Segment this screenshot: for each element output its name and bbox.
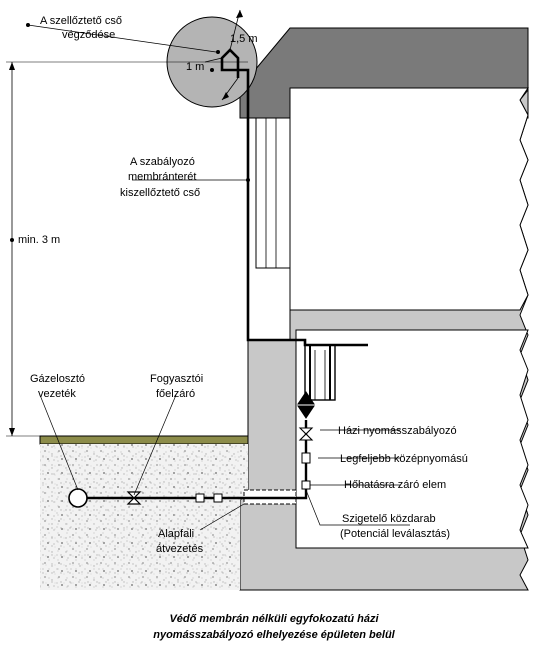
label-consumer-1: Fogyasztói (150, 373, 203, 385)
label-min3: min. 3 m (18, 234, 60, 246)
basement-room (295, 329, 529, 549)
label-vent-end-1: A szellőztető cső (40, 15, 122, 27)
label-highest: Legfeljebb középnyomású (340, 453, 468, 465)
label-wall-pass-2: átvezetés (156, 543, 204, 555)
house-pressure-regulator[interactable] (297, 391, 315, 405)
heat-shutoff-element[interactable] (301, 452, 311, 464)
caption-line-1: Védő membrán nélküli egyfokozatú házi (169, 613, 379, 625)
gas-pipe-riser[interactable] (296, 420, 308, 500)
label-consumer-2: főelzáró (156, 388, 195, 400)
label-heat-valve: Hőhatásra záró elem (344, 479, 446, 491)
vent-pipe[interactable] (220, 48, 368, 347)
label-reg-vent-2: membránterét (128, 171, 196, 183)
regulator-valve[interactable] (298, 427, 314, 441)
label-dim-15: 1,5 m (230, 33, 258, 45)
label-insul-2: (Potenciál leválasztás) (340, 528, 450, 540)
label-reg-vent-3: kiszellőztető cső (120, 187, 200, 199)
label-gas-dist-1: Gázelosztó (30, 373, 85, 385)
main-shutoff-valve[interactable] (126, 491, 142, 505)
label-insul-1: Szigetelő közdarab (342, 513, 436, 525)
insulating-piece[interactable] (301, 480, 311, 490)
label-house-reg: Házi nyomásszabályozó (338, 425, 457, 437)
label-vent-end-2: végződése (62, 29, 115, 41)
label-reg-vent-1: A szabályozó (130, 156, 195, 168)
label-wall-pass-1: Alapfali (158, 528, 194, 540)
gas-distribution-pipe[interactable] (68, 488, 88, 508)
label-dim-1: 1 m (186, 61, 204, 73)
regulator-vent-box (304, 344, 336, 401)
label-gas-dist-2: vezeték (38, 388, 76, 400)
window (255, 117, 291, 269)
caption-line-2: nyomásszabályozó elhelyezése épületen be… (153, 629, 395, 641)
ground-surface (39, 435, 249, 445)
upper-room (289, 87, 529, 311)
